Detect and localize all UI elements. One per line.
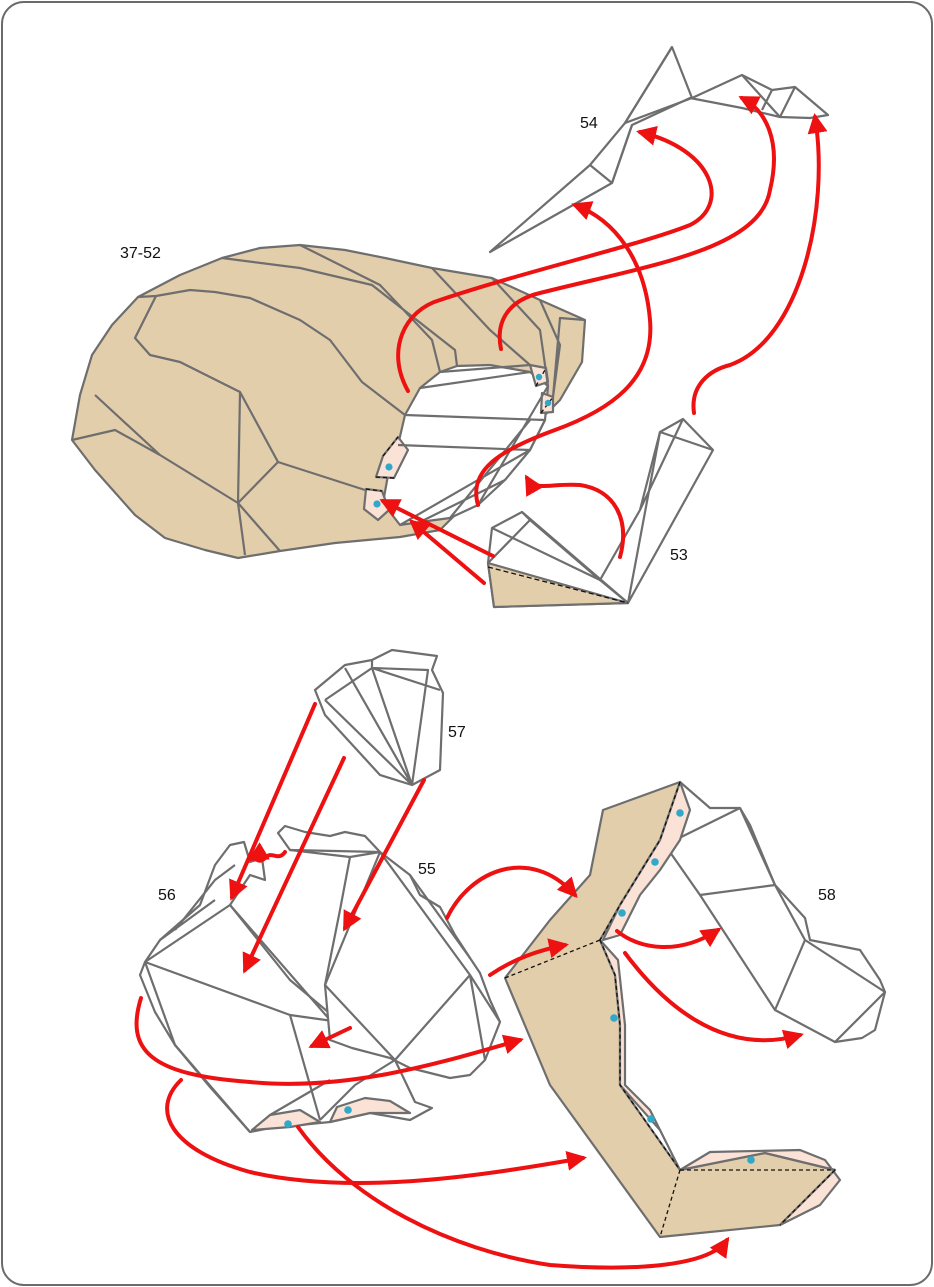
glue-dot bbox=[385, 463, 392, 470]
glue-dot bbox=[536, 374, 542, 380]
part-label-53: 53 bbox=[670, 547, 688, 564]
glue-dot bbox=[373, 500, 380, 507]
glue-dot bbox=[284, 1120, 292, 1128]
part-label-58: 58 bbox=[818, 887, 836, 904]
glue-dot bbox=[618, 909, 626, 917]
glue-dot bbox=[610, 1014, 618, 1022]
part-label-57: 57 bbox=[448, 724, 466, 741]
glue-dot bbox=[676, 809, 684, 817]
glue-dot bbox=[344, 1106, 352, 1114]
glue-dot bbox=[651, 858, 659, 866]
part-label-55: 55 bbox=[418, 861, 436, 878]
glue-dot bbox=[647, 1115, 655, 1123]
glue-dot bbox=[747, 1156, 755, 1164]
glue-dot bbox=[545, 400, 551, 406]
part-label-56: 56 bbox=[158, 887, 176, 904]
part-label-37-52: 37-52 bbox=[120, 245, 161, 262]
part-label-54: 54 bbox=[580, 115, 598, 132]
